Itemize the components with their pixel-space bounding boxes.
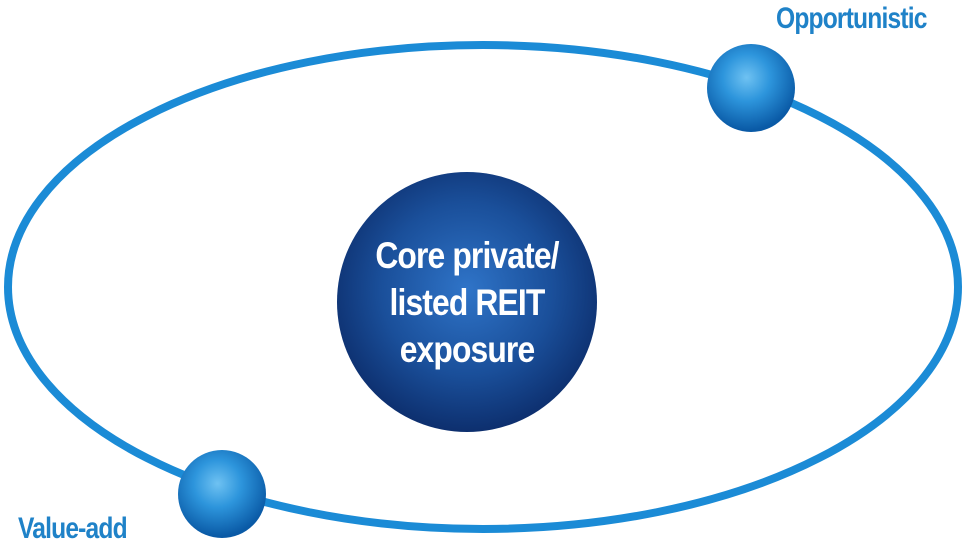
orbit-ellipse	[4, 41, 962, 533]
core-label-line-3: exposure	[399, 328, 535, 370]
core-label-line-2: listed REIT	[389, 281, 546, 323]
core-label-line-1: Core private/	[375, 234, 559, 276]
satellite-value-add	[178, 450, 266, 538]
value-add-label: Value-add	[18, 512, 128, 545]
core-circle	[337, 172, 597, 432]
core-label: Core private/ listed REIT exposure	[355, 172, 579, 432]
satellite-opportunistic	[707, 44, 795, 132]
opportunistic-label: Opportunistic	[776, 2, 927, 35]
